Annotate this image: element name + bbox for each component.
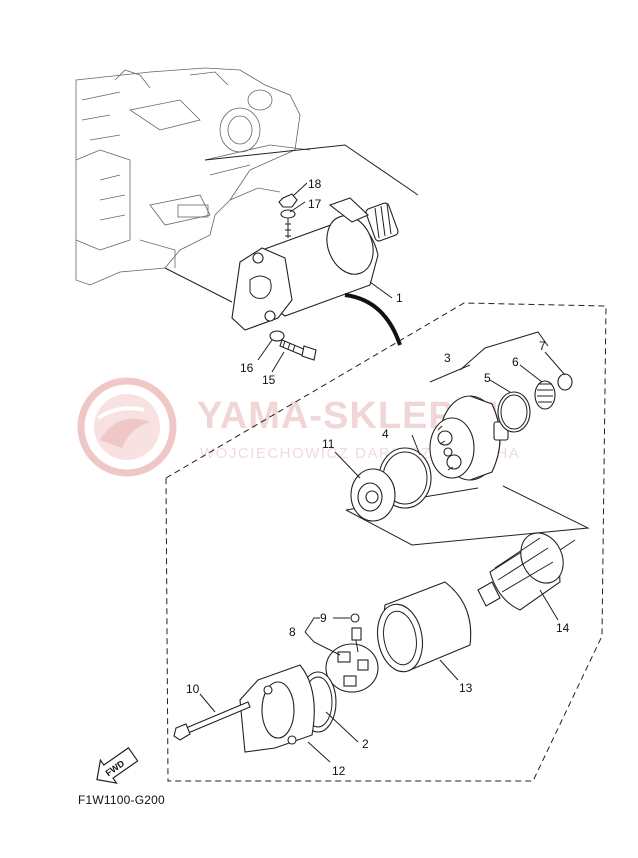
o-ring-5	[497, 391, 531, 433]
washer-17	[280, 209, 296, 219]
armature-14	[477, 532, 576, 611]
callout-7: 7	[539, 339, 546, 353]
callout-14: 14	[556, 621, 570, 635]
brush-holder-8	[325, 627, 379, 693]
bolt-15	[279, 339, 317, 361]
callouts: 1 2 3 4 5 6 7 8 9 10 11 12 13 14 15 16 1…	[186, 177, 570, 778]
callout-10: 10	[186, 682, 200, 696]
callout-13: 13	[459, 681, 473, 695]
clip-7	[557, 373, 573, 391]
nut-18	[278, 193, 298, 208]
starter-pinion-gear	[365, 202, 399, 242]
leader-lines	[199, 182, 566, 763]
callout-15: 15	[262, 373, 276, 387]
callout-2: 2	[362, 737, 369, 751]
front-bracket-11	[350, 468, 396, 522]
callout-18: 18	[308, 177, 322, 191]
gear-6	[534, 380, 556, 410]
callout-4: 4	[382, 427, 389, 441]
callout-16: 16	[240, 361, 254, 375]
callout-9: 9	[320, 611, 327, 625]
fwd-arrow-icon: FWD	[96, 746, 139, 784]
callout-12: 12	[332, 764, 346, 778]
washer-16	[269, 330, 285, 342]
watermark-logo-icon	[77, 377, 177, 477]
callout-5: 5	[484, 371, 491, 385]
callout-1: 1	[396, 291, 403, 305]
exploded-view-frame	[165, 302, 607, 782]
starter-motor-assembly	[231, 193, 402, 361]
engine-frame-lines	[164, 144, 419, 303]
engine-block	[75, 67, 311, 286]
callout-8: 8	[289, 625, 296, 639]
planetary-gear-unit	[429, 395, 509, 481]
callout-17: 17	[308, 197, 322, 211]
long-bolt-10	[173, 701, 251, 741]
o-ring-9	[350, 613, 360, 623]
callout-11: 11	[322, 437, 335, 451]
yoke-13	[376, 581, 472, 673]
callout-6: 6	[512, 355, 519, 369]
diagram-code: F1W1100-G200	[78, 793, 165, 807]
callout-3: 3	[444, 351, 451, 365]
rear-cover-12	[239, 664, 315, 753]
